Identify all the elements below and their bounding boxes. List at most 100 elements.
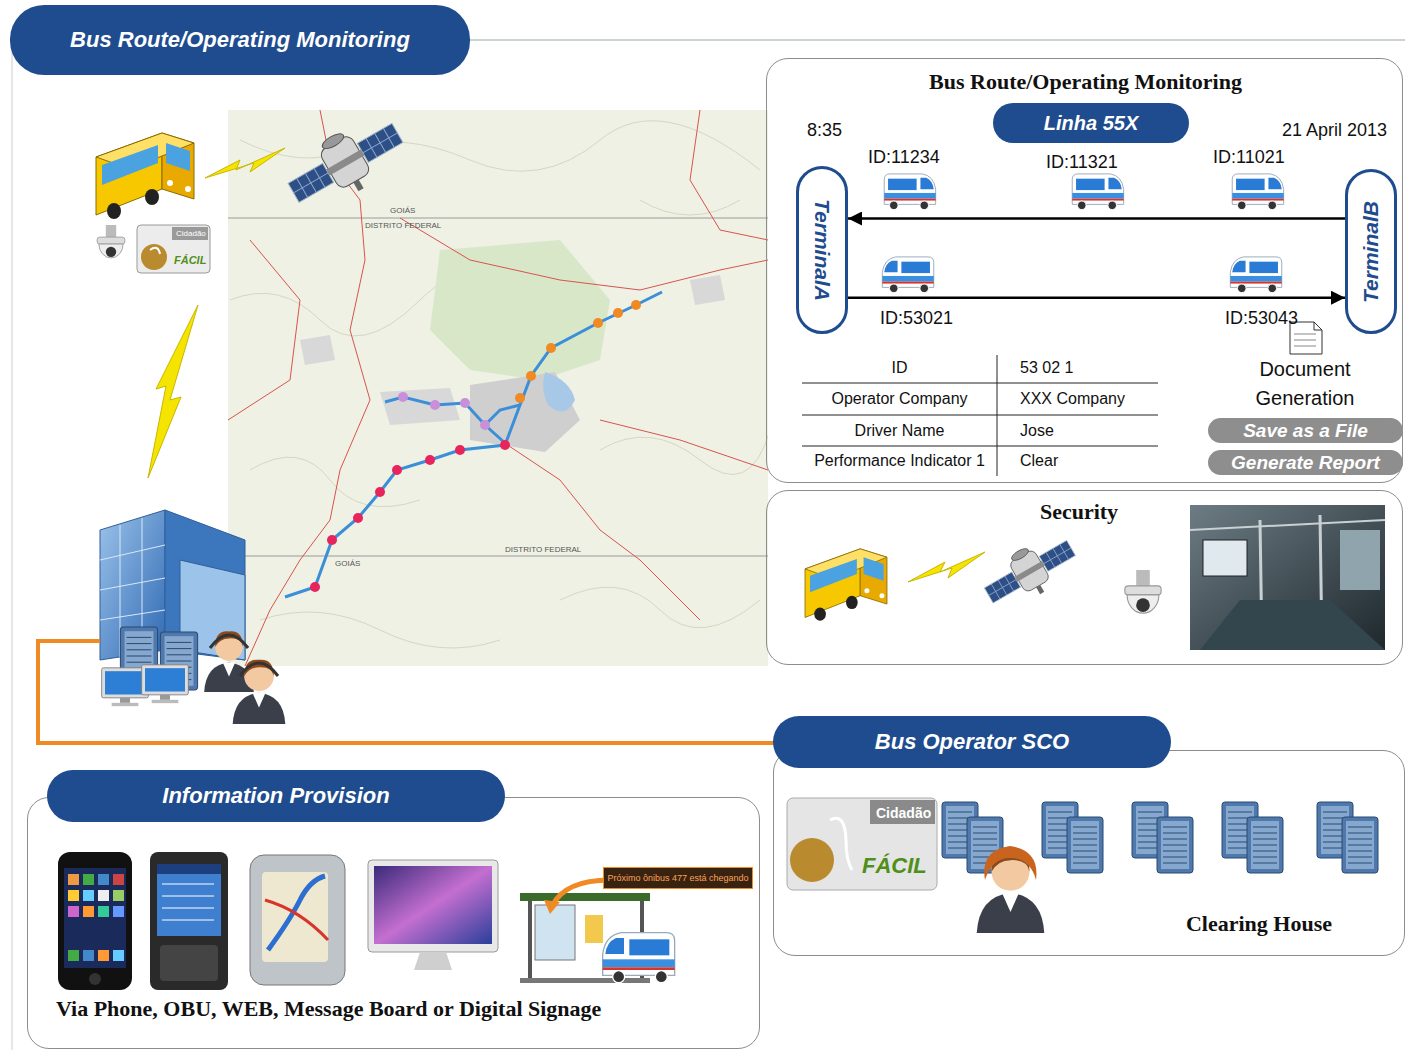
document-icon [1294,334,1316,335]
section-rule [12,40,13,1050]
text-label: GOIÁS [335,559,360,569]
map [260,612,500,648]
map [560,587,760,628]
map [460,398,470,408]
text-label: Performance Indicator 1 [802,451,997,471]
bus-marker [884,174,935,210]
map [240,121,760,171]
map [455,445,465,455]
link-wire [38,641,775,743]
map [690,110,768,240]
map [690,275,725,305]
security-illustration [1200,600,1385,650]
bus-marker [882,257,933,293]
building-icon [100,545,165,560]
security-illustration [805,505,1385,650]
device-illustration [98,890,109,901]
map [250,457,420,507]
node-text: TerminalA [810,199,834,301]
bus-marker [1230,257,1281,293]
device-illustration [265,900,328,940]
logo-icon [141,244,167,270]
node-text: Bus Route/Operating Monitoring [70,27,410,53]
text-label: Jose [1020,421,1054,441]
device-illustration [68,890,79,901]
building-icon [233,660,286,724]
text-label: DISTRITO FEDERAL [505,545,581,555]
security-illustration [1190,505,1385,650]
device-illustration [368,860,498,952]
logo-icon [137,225,210,273]
device-illustration [98,906,109,917]
building-icon [142,665,189,703]
device-illustration [150,852,228,990]
text-label: 21 April 2013 [1282,119,1387,142]
text-label: GOIÁS [390,206,415,216]
node-text: Clearing House [1149,911,1369,937]
map [430,400,440,410]
map [398,392,408,402]
text-label: Operator Company [802,389,997,409]
text-label: ID:11321 [1046,151,1118,174]
device-illustration [89,973,101,985]
map [593,318,603,328]
building-icon [100,510,285,724]
text-label: DISTRITO FEDERAL [365,221,441,231]
device-illustration [83,890,94,901]
device-illustration [162,884,214,885]
security-illustration [1203,540,1247,576]
device-illustration [113,950,124,961]
flow-arrow [848,296,1345,299]
clearing-house-illustration [1247,817,1283,873]
operator-panel: Clearing House [773,750,1405,956]
terminal-box: TerminalA [796,166,848,334]
device-illustration [552,880,610,906]
device-illustration [68,874,79,885]
building-icon [100,610,165,620]
satellite-icon [279,107,413,220]
node-text: Security [979,499,1179,525]
text-label: ID:11234 [868,146,940,169]
device-illustration [535,905,575,960]
device-illustration [64,868,126,968]
action-button: Save as a File [1208,418,1403,443]
bus-marker [1072,174,1123,210]
node-text: Bus Route/Operating Monitoring [767,69,1404,95]
map [228,556,768,557]
device-illustration [603,933,675,983]
text-label: FÁCIL [862,852,927,880]
bus-icon [96,133,194,219]
device-illustration [528,901,532,981]
map [310,582,320,592]
node-text: TerminalB [1359,201,1383,303]
device-illustration [68,906,79,917]
table-grid [802,415,1158,416]
map [640,200,740,215]
text-label: ID:53043 [1225,307,1298,330]
device-illustration [162,920,214,921]
logo-icon [150,248,160,254]
map [400,218,768,290]
map [515,393,525,403]
device-illustration [414,952,452,970]
device-illustration [520,893,650,901]
table-grid [997,355,998,476]
map [480,420,490,430]
device-illustration [262,872,328,962]
bus-marker [1230,257,1281,293]
map [353,513,363,523]
security-illustration [1190,520,1385,530]
clearing-house-illustration [984,846,1036,880]
bus-icon [96,133,194,219]
clearing-house-illustration [787,798,937,890]
device-illustration [603,933,675,983]
satellite-icon [279,107,413,220]
building-icon [100,578,165,590]
device-illustration [250,855,345,985]
map [500,440,510,450]
security-illustration [1125,570,1161,613]
node-text: Próximo ônibus 477 está chegando [607,873,748,883]
table-grid [802,383,1158,384]
text-label: 53 02 1 [1020,358,1073,378]
text-label: Clear [1020,451,1058,471]
